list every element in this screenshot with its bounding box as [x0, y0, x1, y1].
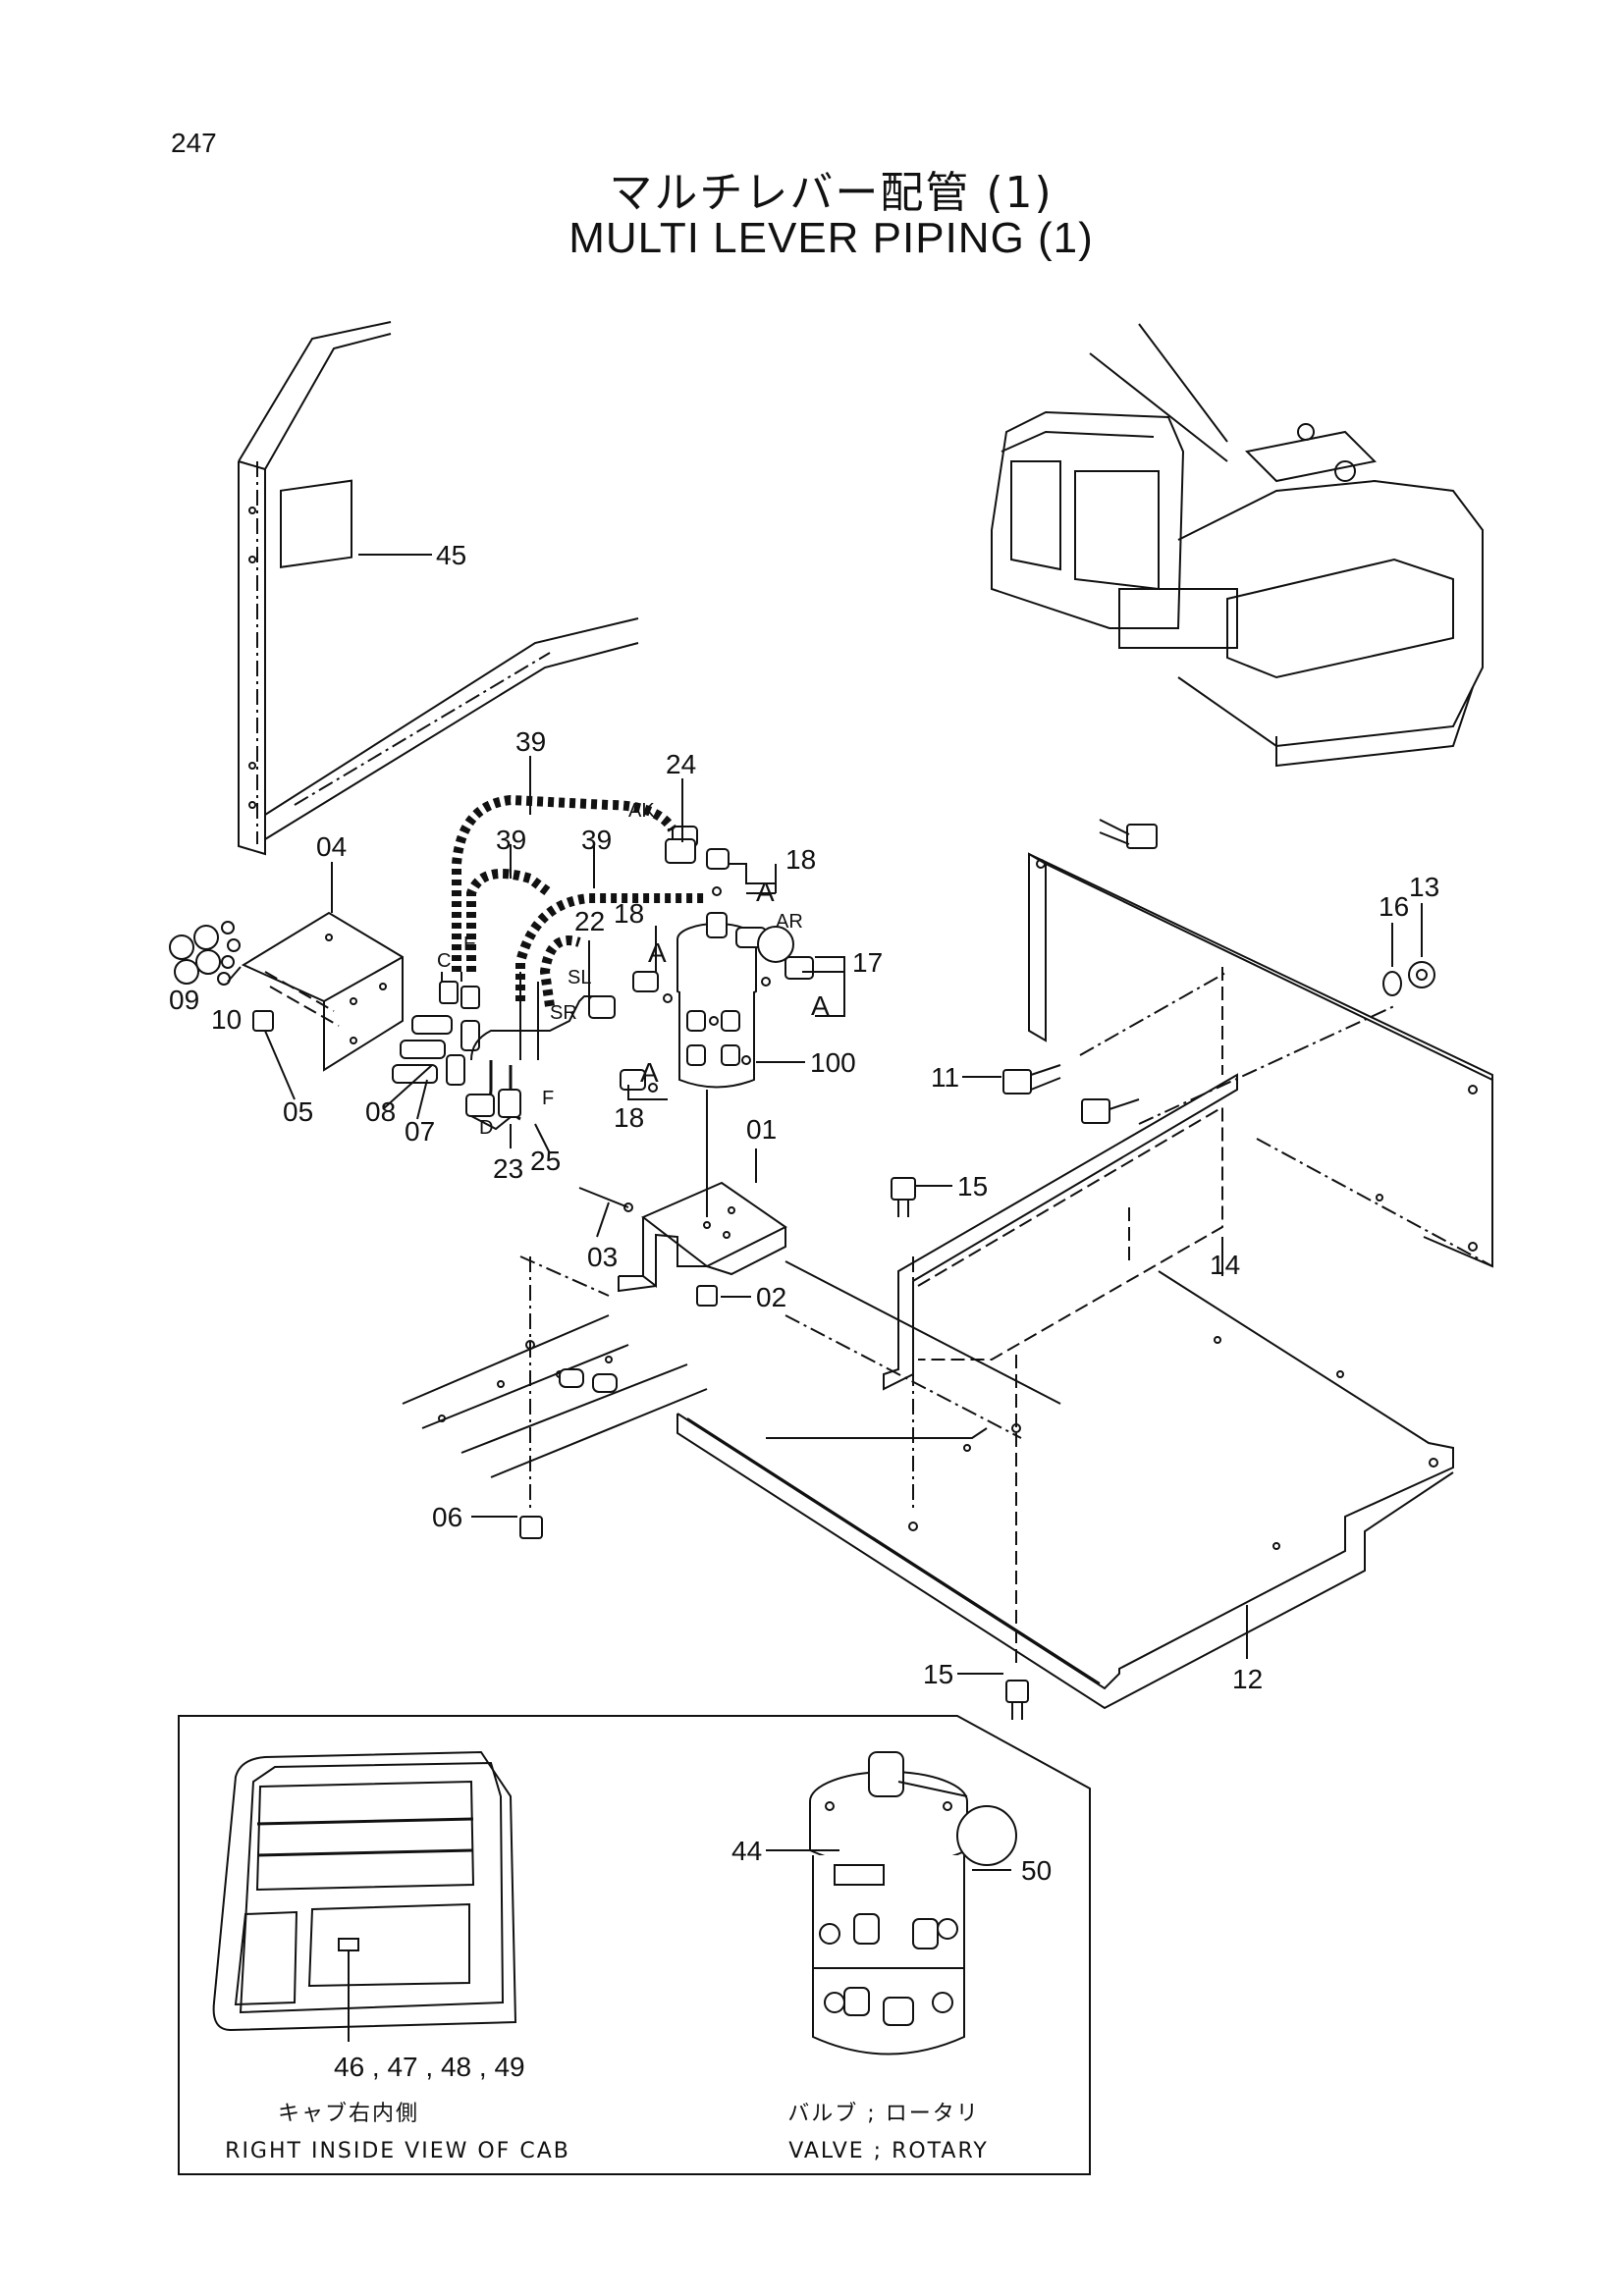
port-ar: AR — [776, 911, 803, 933]
bolt-mid — [1081, 1098, 1140, 1124]
callout-44: 44 — [731, 1836, 762, 1866]
page-number: 247 — [171, 128, 217, 158]
fitting-22 — [588, 995, 616, 1019]
cab-inside-view — [212, 1750, 517, 2042]
callout-18-top: 18 — [785, 844, 816, 875]
callout-02: 02 — [756, 1282, 786, 1312]
port-a-bottom: A — [640, 1057, 659, 1088]
callout-01: 01 — [746, 1114, 777, 1145]
fittings-08-07 — [392, 1015, 480, 1086]
inset-right-caption-jp: バルブ ; ロータリ — [787, 2102, 979, 2126]
bolt-05 — [252, 1010, 274, 1032]
floor-cover-assembly — [676, 852, 1493, 1710]
callout-14: 14 — [1210, 1250, 1240, 1280]
bolt-15-bottom — [1005, 1680, 1029, 1720]
callout-39-right: 39 — [581, 825, 612, 855]
callout-04: 04 — [316, 831, 347, 862]
cab-side-panel — [238, 321, 639, 856]
port-c: C — [437, 950, 451, 972]
callouts: 45 39 39 39 24 18 18 18 22 17 100 04 09 … — [169, 540, 1439, 1694]
callout-11: 11 — [931, 1062, 959, 1093]
title-english: MULTI LEVER PIPING (1) — [568, 214, 1094, 262]
port-a-right: A — [811, 990, 830, 1021]
bolt-11 — [1002, 1064, 1061, 1095]
callout-24: 24 — [666, 749, 696, 779]
callout-09: 09 — [169, 985, 199, 1015]
callout-15-lower: 15 — [923, 1659, 953, 1689]
leader-lines — [227, 554, 1423, 1675]
callout-12: 12 — [1232, 1664, 1263, 1694]
callout-07: 07 — [405, 1116, 435, 1147]
inset-left-caption-en: RIGHT INSIDE VIEW OF CAB — [225, 2139, 570, 2163]
inset-left-caption-jp: キャブ右内側 — [278, 2102, 419, 2126]
callout-45: 45 — [436, 540, 466, 570]
port-d: D — [479, 1117, 493, 1139]
washer-16 — [1382, 971, 1402, 996]
fittings-23-25 — [465, 1089, 521, 1131]
bracket-04 — [241, 911, 404, 1072]
fitting-24 — [665, 838, 696, 864]
excavator-overview — [991, 323, 1484, 768]
fittings-17-18 — [620, 848, 814, 1093]
title-japanese: マルチレバー配管 (1) — [609, 168, 1054, 218]
callout-39-top: 39 — [515, 726, 546, 757]
inset-panel: 44 50 46 , 47 , 48 , 49 キャブ右内側 RIGHT INS… — [178, 1715, 1091, 2175]
callout-50: 50 — [1021, 1855, 1052, 1886]
callout-39-left: 39 — [496, 825, 526, 855]
bolt-02 — [696, 1285, 718, 1307]
callout-15-upper: 15 — [957, 1171, 988, 1201]
rotary-valve-detail — [766, 1751, 1017, 2056]
callout-18-bottom: 18 — [614, 1102, 644, 1133]
bolt-15-top — [891, 1177, 916, 1217]
callout-17: 17 — [852, 947, 883, 978]
callout-16: 16 — [1379, 891, 1409, 922]
callout-25: 25 — [530, 1146, 561, 1176]
callout-22: 22 — [574, 906, 605, 936]
port-e: E — [463, 934, 476, 955]
rotary-valve-100 — [676, 912, 794, 1217]
callout-03: 03 — [587, 1242, 618, 1272]
port-sr: SR — [550, 1002, 577, 1024]
callout-46-49: 46 , 47 , 48 , 49 — [334, 2052, 525, 2082]
nut-13 — [1408, 961, 1435, 988]
callout-23: 23 — [493, 1153, 523, 1184]
port-ak: AK — [628, 800, 655, 822]
inset-right-caption-en: VALVE ; ROTARY — [788, 2139, 989, 2163]
port-letters: AK AR SL SR C E D F A A A A — [437, 800, 830, 1139]
callout-13: 13 — [1409, 872, 1439, 902]
callout-10: 10 — [211, 1004, 242, 1035]
callout-06: 06 — [432, 1502, 462, 1532]
pin-03 — [578, 1187, 633, 1212]
callout-100: 100 — [810, 1047, 856, 1078]
nuts-09 — [169, 925, 221, 985]
port-f: F — [542, 1088, 554, 1109]
callout-08: 08 — [365, 1096, 396, 1127]
bracket-01 — [618, 1181, 1061, 1405]
floor-rails-left — [402, 1255, 708, 1539]
bolt-upper — [1099, 819, 1158, 849]
port-sl: SL — [568, 967, 591, 988]
callout-18-left: 18 — [614, 898, 644, 929]
port-a-top: A — [756, 877, 775, 907]
washers-10 — [217, 921, 241, 986]
port-a-left: A — [648, 937, 667, 968]
callout-05: 05 — [283, 1096, 313, 1127]
